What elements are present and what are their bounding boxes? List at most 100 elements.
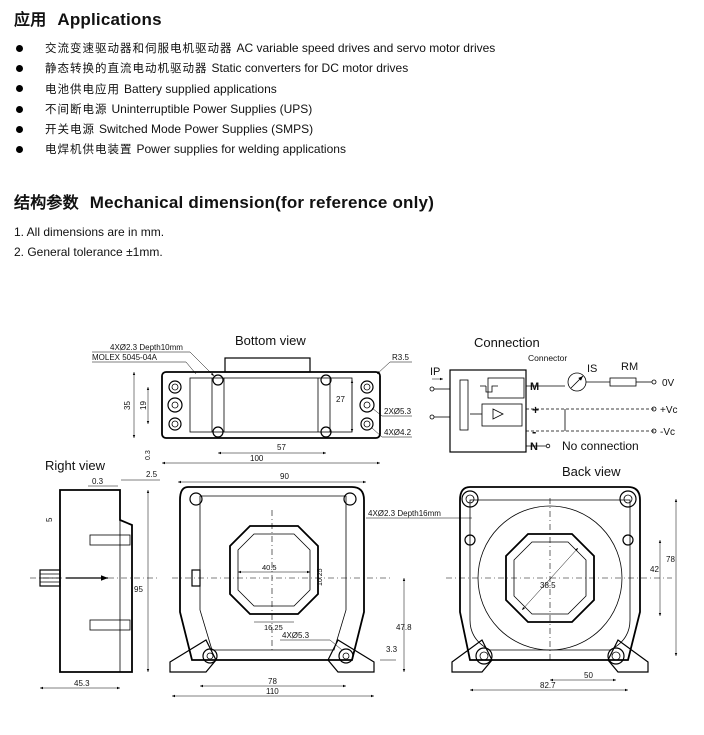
dim-r35: R3.5 <box>392 353 409 362</box>
dim-827: 82.7 <box>540 681 556 690</box>
dim-35: 35 <box>123 401 132 410</box>
back-view-title: Back view <box>562 464 621 479</box>
dim-back-78: 78 <box>666 555 675 564</box>
dim-78: 78 <box>268 677 277 686</box>
mechanical-heading-en: Mechanical dimension(for reference only) <box>89 193 435 212</box>
pin-plus: + <box>532 403 539 417</box>
mechanical-notes: 1. All dimensions are in mm. 2. General … <box>14 222 164 262</box>
dim-110: 110 <box>266 687 279 696</box>
dim-478: 47.8 <box>396 623 412 632</box>
resistor-icon <box>609 377 637 387</box>
note-item: 1. All dimensions are in mm. <box>14 225 165 239</box>
back-view: Back view 4XØ2.3 Depth16mm 38.5 78 42 50… <box>366 464 678 692</box>
octagon-window <box>229 525 319 615</box>
callout-holes: 4XØ2.3 Depth10mm <box>110 343 183 352</box>
right-view-body <box>59 489 133 673</box>
right-view: Right view 0.3 2.5 5 95 45.3 <box>30 458 160 690</box>
bullet-icon <box>16 105 23 113</box>
mount-hole <box>619 490 637 508</box>
front-view: 90 40.5 10.25 16.25 4XØ5.3 47.8 3.3 78 1… <box>169 472 412 698</box>
item-cn: 开关电源 <box>45 122 95 137</box>
back-octagon-window <box>505 533 595 623</box>
bullet-icon <box>16 125 23 133</box>
bullet-icon <box>16 64 23 72</box>
ip-label: IP <box>430 366 440 378</box>
dim-453: 45.3 <box>74 679 90 688</box>
dim-03b: 0.3 <box>145 450 152 460</box>
bottom-view-title: Bottom view <box>235 333 306 348</box>
dim-27: 27 <box>336 395 345 404</box>
bottom-view-inner <box>189 377 353 433</box>
mechanical-heading: 结构参数 Mechanical dimension(for reference … <box>14 189 434 213</box>
out-mvc: -Vc <box>660 427 675 438</box>
mount-hole <box>359 397 375 413</box>
mount-hole <box>320 426 332 438</box>
bullet-icon <box>16 85 23 93</box>
back-view-housing <box>459 486 641 661</box>
rm-label: RM <box>621 361 638 373</box>
dim-1625: 16.25 <box>264 623 283 632</box>
dim-holes-2x: 2XØ5.3 <box>384 407 412 416</box>
bottom-view-body <box>161 371 381 439</box>
item-cn: 交流变速驱动器和伺服电机驱动器 <box>45 41 233 55</box>
item-en: Uninterruptible Power Supplies (UPS) <box>111 101 313 116</box>
dim-33: 3.3 <box>386 645 398 654</box>
mount-hole <box>168 417 182 431</box>
dim-holes-4x: 4XØ4.2 <box>384 428 412 437</box>
note-item: 2. General tolerance ±1mm. <box>14 245 163 259</box>
applications-heading-en: Applications <box>57 10 162 29</box>
bullet-icon <box>16 44 23 52</box>
bottom-view: Bottom view 4XØ2.3 Depth10mm MOLEX 5045-… <box>92 333 412 465</box>
applications-heading-cn: 应用 <box>14 10 47 29</box>
item-en: Switched Mode Power Supplies (SMPS) <box>99 122 314 137</box>
mount-hole <box>212 374 224 386</box>
connection-diagram: Connection Connector IP M + - N IS RM <box>429 335 678 453</box>
mount-hole <box>360 417 374 431</box>
mount-hole <box>202 648 218 664</box>
sensor-block <box>449 369 527 453</box>
is-label: IS <box>587 363 597 375</box>
connector-label: Connector <box>528 353 567 363</box>
pin-m: M <box>530 381 539 393</box>
no-connection-label: No connection <box>562 439 639 453</box>
bullet-icon <box>16 146 23 154</box>
applications-heading: 应用 Applications <box>14 6 162 30</box>
dim-90: 90 <box>280 472 289 481</box>
out-pvc: +Vc <box>660 405 678 416</box>
pin-n: N <box>530 441 538 453</box>
dim-03: 0.3 <box>92 477 104 486</box>
connection-title: Connection <box>474 335 540 350</box>
item-en: Power supplies for welding applications <box>136 142 346 157</box>
dim-42: 42 <box>650 565 659 574</box>
dim-25: 2.5 <box>146 470 158 479</box>
mount-hole <box>189 492 203 506</box>
dim-5: 5 <box>45 517 54 522</box>
out-0v: 0V <box>662 378 675 389</box>
mount-hole <box>607 647 625 665</box>
item-en: AC variable speed drives and servo motor… <box>236 41 496 55</box>
dim-front-holes: 4XØ5.3 <box>282 631 310 640</box>
dim-1025: 10.25 <box>317 568 324 586</box>
item-cn: 静态转换的直流电动机驱动器 <box>45 61 208 76</box>
callout-molex: MOLEX 5045-04A <box>92 353 158 362</box>
mount-hole <box>168 380 182 394</box>
dim-385: 38.5 <box>540 581 556 590</box>
dim-95: 95 <box>134 585 143 594</box>
dim-100: 100 <box>250 454 264 463</box>
mount-hole <box>167 397 183 413</box>
item-cn: 不间断电源 <box>45 101 108 116</box>
mount-hole <box>461 490 479 508</box>
mount-hole <box>212 426 224 438</box>
item-cn: 电焊机供电装置 <box>45 142 133 157</box>
mount-hole <box>320 374 332 386</box>
bottom-view-tab <box>224 357 311 373</box>
dim-405: 40.5 <box>262 563 277 572</box>
amplifier-icon <box>492 408 504 420</box>
